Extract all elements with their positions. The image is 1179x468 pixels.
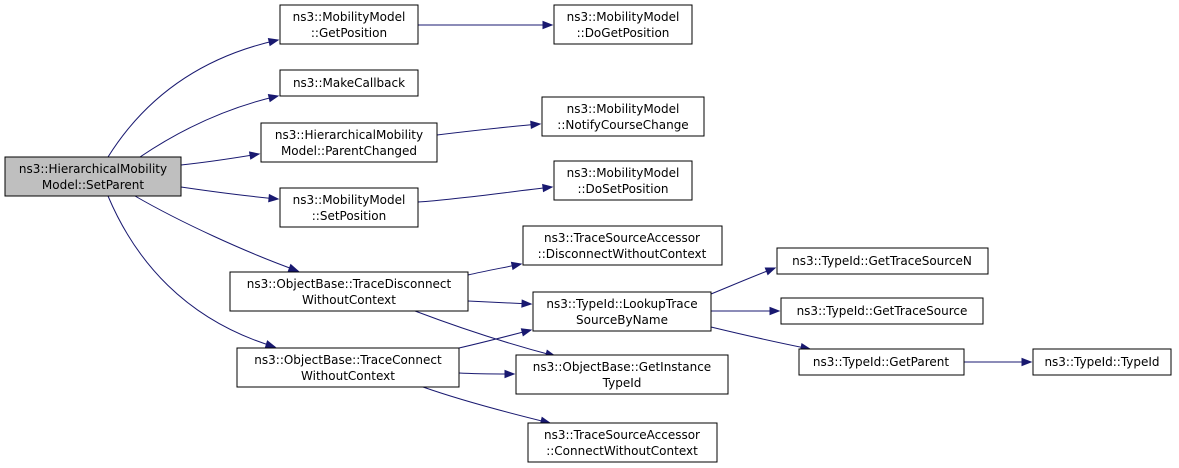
arrowhead-icon <box>530 120 542 130</box>
edge-trace-disconnect-to-get-instance-typeid <box>414 310 556 357</box>
edge-parent-changed-to-notify-course-change <box>436 123 541 136</box>
edge-root-to-parent-changed <box>180 153 260 166</box>
node-label-line: Model::SetParent <box>42 178 145 192</box>
edge-trace-connect-to-connect-without-context <box>422 386 551 424</box>
node-label-line: ns3::MobilityModel <box>293 193 406 207</box>
node-label-line: ns3::TypeId::GetTraceSource <box>797 304 968 318</box>
edge-root-to-trace-connect <box>107 195 276 348</box>
node-label-line: ns3::TraceSourceAccessor <box>544 231 700 245</box>
node-label-line: WithoutContext <box>302 293 396 307</box>
node-label-line: ::SetPosition <box>312 209 387 223</box>
node-trace-connect-without-context[interactable]: ns3::ObjectBase::TraceConnect WithoutCon… <box>236 347 460 388</box>
edge-root-to-trace-disconnect <box>134 195 299 272</box>
node-label-line: ns3::TypeId::TypeId <box>1044 355 1159 369</box>
node-label-line: ns3::TypeId::LookupTrace <box>546 297 697 311</box>
edge-root-to-set-position <box>180 186 279 200</box>
arrowhead-icon <box>510 261 523 271</box>
node-mobility-get-position[interactable]: ns3::MobilityModel ::GetPosition <box>279 4 419 45</box>
node-hierarchical-parent-changed[interactable]: ns3::HierarchicalMobility Model::ParentC… <box>260 122 438 163</box>
edge-root-to-make-callback <box>139 95 279 158</box>
node-accessor-connect-without-context[interactable]: ns3::TraceSourceAccessor ::ConnectWithou… <box>527 422 718 463</box>
arrowhead-icon <box>504 369 516 379</box>
arrowhead-icon <box>267 94 280 103</box>
node-label-line: ::GetPosition <box>311 26 387 40</box>
node-label-line: ns3::ObjectBase::TraceConnect <box>254 353 442 367</box>
node-label-line: SourceByName <box>576 313 668 327</box>
node-mobility-do-set-position[interactable]: ns3::MobilityModel ::DoSetPosition <box>553 160 693 201</box>
edge-root-to-get-position <box>107 39 279 158</box>
arrowhead-icon <box>542 183 554 193</box>
arrowhead-icon <box>1021 357 1033 367</box>
node-label-line: ::NotifyCourseChange <box>557 118 688 132</box>
node-object-base-get-instance-typeid[interactable]: ns3::ObjectBase::GetInstance TypeId <box>515 354 729 395</box>
arrowhead-icon <box>248 151 261 160</box>
arrowhead-icon <box>267 38 280 47</box>
node-typeid-get-parent[interactable]: ns3::TypeId::GetParent <box>798 348 965 376</box>
node-label-line: ns3::ObjectBase::GetInstance <box>533 360 711 374</box>
node-label-line: Model::ParentChanged <box>281 144 417 158</box>
arrowhead-icon <box>520 328 533 337</box>
node-label-line: ::DoGetPosition <box>577 26 670 40</box>
node-mobility-set-position[interactable]: ns3::MobilityModel ::SetPosition <box>279 187 419 228</box>
node-label-line: TypeId <box>602 376 642 390</box>
arrowhead-icon <box>769 306 781 316</box>
node-label-line: ns3::TypeId::GetTraceSourceN <box>792 254 972 268</box>
node-mobility-notify-course-change[interactable]: ns3::MobilityModel ::NotifyCourseChange <box>541 96 705 137</box>
node-label-line: ns3::MobilityModel <box>567 166 680 180</box>
node-label-line: ::ConnectWithoutContext <box>546 444 698 458</box>
edge-trace-connect-to-lookup-trace <box>458 329 532 349</box>
node-label-line: ns3::TypeId::GetParent <box>813 355 949 369</box>
arrowhead-icon <box>542 20 554 30</box>
node-hierarchical-set-parent[interactable]: ns3::HierarchicalMobility Model::SetPare… <box>4 156 182 197</box>
node-label-line: ns3::MobilityModel <box>293 10 406 24</box>
node-accessor-disconnect-without-context[interactable]: ns3::TraceSourceAccessor ::DisconnectWit… <box>522 225 723 266</box>
edge-layer <box>107 20 1033 425</box>
arrowhead-icon <box>287 263 300 272</box>
node-label-line: ns3::ObjectBase::TraceDisconnect <box>247 277 452 291</box>
edge-lookup-trace-to-get-parent <box>710 326 811 350</box>
arrowhead-icon <box>764 267 777 276</box>
node-label-line: ns3::HierarchicalMobility <box>275 128 423 142</box>
edge-set-position-to-do-set-position <box>417 186 553 203</box>
node-label-line: ns3::HierarchicalMobility <box>19 162 167 176</box>
node-label-line: ns3::MakeCallback <box>293 76 405 90</box>
node-label-line: ::DisconnectWithoutContext <box>538 247 707 261</box>
node-trace-disconnect-without-context[interactable]: ns3::ObjectBase::TraceDisconnect Without… <box>229 271 469 312</box>
node-label-line: WithoutContext <box>301 369 395 383</box>
node-typeid-get-trace-source-n[interactable]: ns3::TypeId::GetTraceSourceN <box>776 247 989 275</box>
node-typeid-typeid[interactable]: ns3::TypeId::TypeId <box>1032 348 1172 376</box>
node-typeid-get-trace-source[interactable]: ns3::TypeId::GetTraceSource <box>780 297 984 325</box>
arrowhead-icon <box>264 340 277 349</box>
node-mobility-do-get-position[interactable]: ns3::MobilityModel ::DoGetPosition <box>553 4 693 45</box>
edge-lookup-trace-to-get-trace-source-n <box>710 267 776 295</box>
arrowhead-icon <box>268 193 280 203</box>
node-label-line: ns3::MobilityModel <box>567 10 680 24</box>
node-typeid-lookup-trace-source-by-name[interactable]: ns3::TypeId::LookupTrace SourceByName <box>532 291 712 332</box>
node-label-line: ::DoSetPosition <box>577 182 668 196</box>
node-label-line: ns3::TraceSourceAccessor <box>544 428 700 442</box>
arrowhead-icon <box>521 299 533 308</box>
node-label-line: ns3::MobilityModel <box>567 102 680 116</box>
node-make-callback[interactable]: ns3::MakeCallback <box>279 69 419 97</box>
